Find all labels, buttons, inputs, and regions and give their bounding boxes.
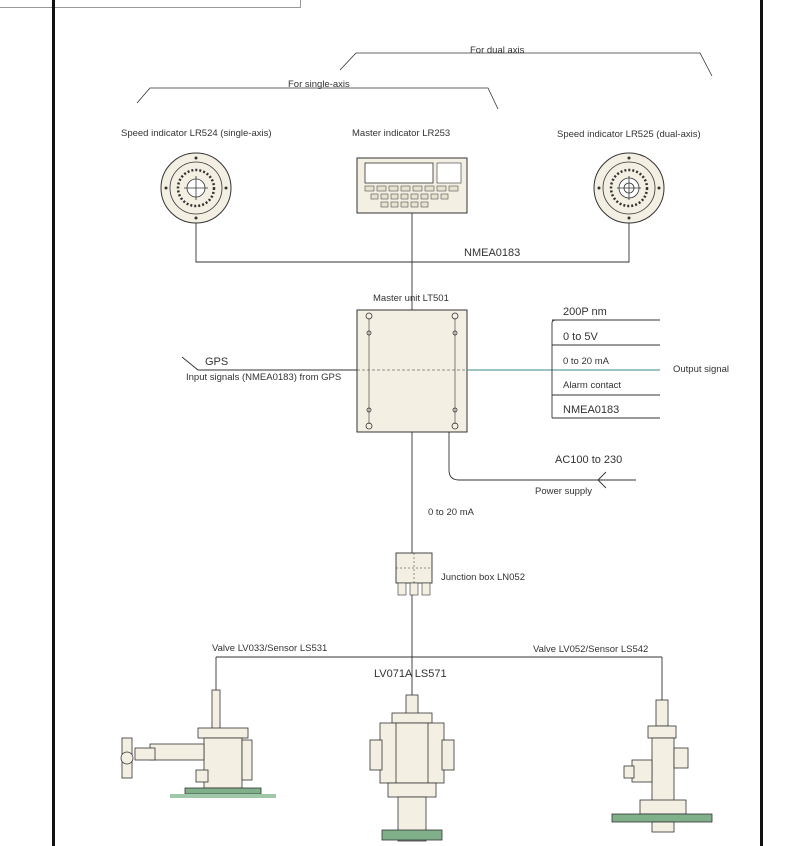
top-table-strip xyxy=(0,0,301,8)
single-axis-bracket xyxy=(136,87,499,110)
valve-icon xyxy=(369,694,455,842)
valve-center-label: LV071A LS571 xyxy=(374,668,447,680)
valve-icon xyxy=(120,689,276,798)
junction-box-icon xyxy=(395,552,433,596)
gps-label: GPS xyxy=(205,356,229,368)
dual-axis-label: For dual axis xyxy=(470,45,525,56)
power-arrow-icon xyxy=(597,471,607,489)
power-supply-line xyxy=(448,432,636,481)
power-supply-label: Power supply xyxy=(535,486,593,497)
left-frame-line xyxy=(52,0,55,846)
speed-dial-icon xyxy=(593,152,665,224)
valve-icon xyxy=(611,699,713,833)
output-0to20ma-label: 0 to 20 mA xyxy=(563,356,609,367)
nmea-bus-line xyxy=(195,223,630,263)
master-indicator-label: Master indicator LR253 xyxy=(352,128,451,139)
output-signal-label: Output signal xyxy=(673,364,729,375)
master-unit-icon xyxy=(356,309,468,433)
output-200p-label: 200P nm xyxy=(563,306,607,318)
speed-indicator-dual-label: Speed indicator LR525 (dual-axis) xyxy=(557,129,701,140)
speed-dial-icon xyxy=(160,152,232,224)
dual-axis-bracket xyxy=(339,52,713,77)
valve-right-label: Valve LV052/Sensor LS542 xyxy=(533,644,649,655)
output-nmea-label: NMEA0183 xyxy=(563,404,620,416)
output-alarm-label: Alarm contact xyxy=(563,380,622,391)
nmea-bus-label: NMEA0183 xyxy=(464,247,521,259)
ma-line-label: 0 to 20 mA xyxy=(428,507,474,518)
input-signals-label: Input signals (NMEA0183) from GPS xyxy=(186,372,342,383)
valve-left-label: Valve LV033/Sensor LS531 xyxy=(212,643,328,654)
speed-indicator-single-label: Speed indicator LR524 (single-axis) xyxy=(121,128,272,139)
gps-input-line xyxy=(181,356,357,371)
output-bracket-lines xyxy=(551,319,660,419)
right-frame-line xyxy=(760,0,763,846)
master-unit-label: Master unit LT501 xyxy=(373,293,449,304)
ac-power-label: AC100 to 230 xyxy=(555,454,623,466)
master-indicator-icon xyxy=(356,157,468,214)
single-axis-label: For single-axis xyxy=(288,79,350,90)
output-0to5v-label: 0 to 5V xyxy=(563,331,598,343)
junction-box-label: Junction box LN052 xyxy=(441,572,525,583)
